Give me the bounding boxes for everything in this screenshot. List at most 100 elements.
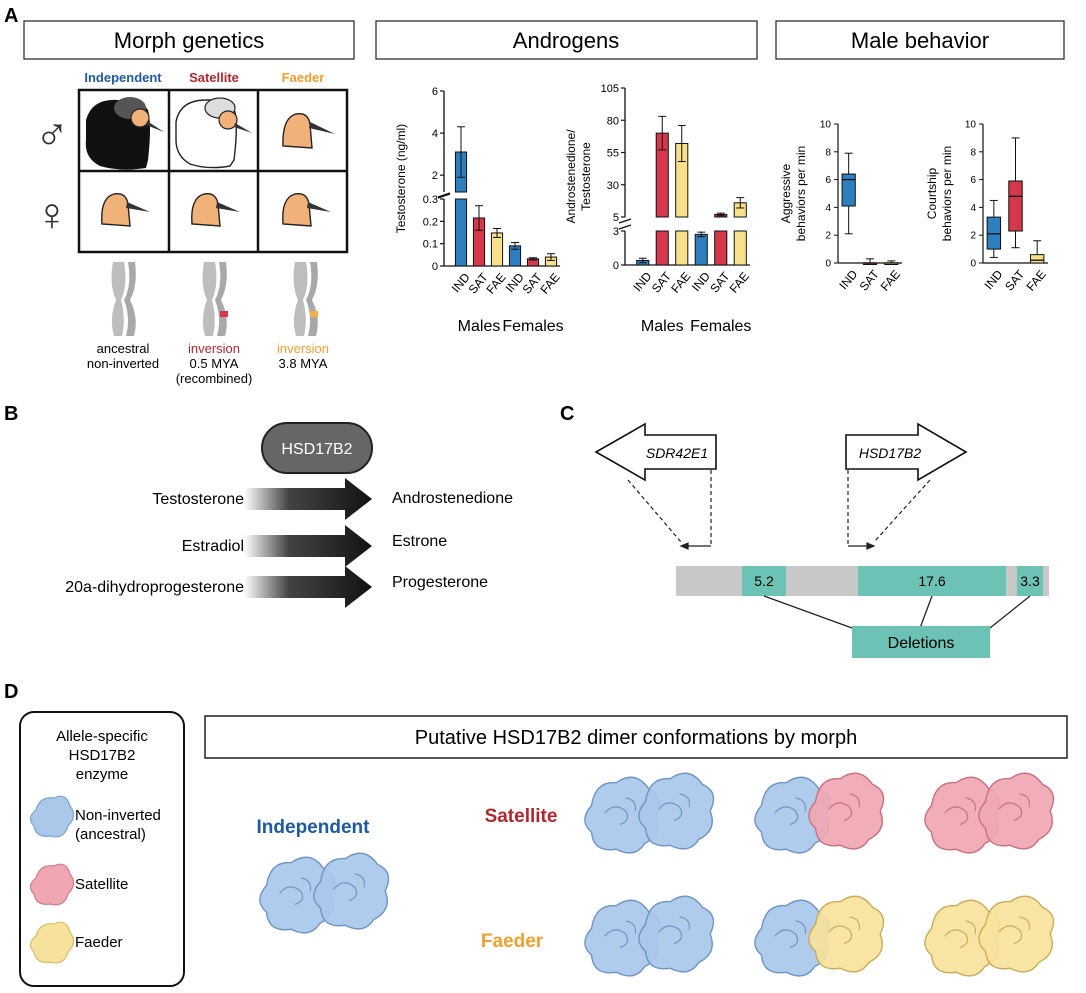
male-behavior-header-box <box>775 20 1065 60</box>
dimer-title: Putative HSD17B2 dimer conformations by … <box>415 727 857 749</box>
gene-arrow-sdr42e1 <box>594 422 717 482</box>
morph-label-satellite: Satellite <box>189 70 239 85</box>
y-tick-label: 0.1 <box>423 239 438 251</box>
bar <box>655 230 669 266</box>
satellite-dimer-br-monomer-b-detail <box>849 793 861 808</box>
y-tick-label: 8 <box>970 147 976 158</box>
dimer-label-satellite: Satellite <box>485 806 558 827</box>
satellite-dimer-br-monomer-b-detail <box>828 802 853 822</box>
y-tick-label: 2 <box>825 231 831 242</box>
y-axis-label: Androstenedione/ <box>564 129 578 224</box>
satellite-dimer-rr-monomer-b-detail <box>998 802 1023 822</box>
legend-blob-faeder-icon <box>29 921 75 964</box>
deletions-label: Deletions <box>888 635 955 652</box>
panel-label-c: C <box>560 403 574 425</box>
faeder-dimer-bb-monomer-b-shape <box>638 895 715 973</box>
deletion-segment-2 <box>858 566 1006 596</box>
y-tick-label: 6 <box>432 86 438 98</box>
dimer-label-independent: Independent <box>257 817 371 838</box>
chromosome-label-satellite-1: inversion <box>188 341 240 356</box>
satellite-dimer-bb-monomer-b <box>638 772 715 850</box>
y-tick-label: 0 <box>825 259 831 270</box>
chromosome-label-ancestral-2: non-inverted <box>87 356 159 371</box>
faeder-dimer-yy-monomer-b-detail <box>1019 916 1031 931</box>
deletions-box <box>852 626 990 658</box>
female-satellite-bird-icon <box>191 193 240 227</box>
chromosome-label-satellite-2: 0.5 MYA <box>190 356 239 371</box>
faeder-dimer-yy-monomer-b-shape <box>978 895 1055 973</box>
satellite-dimer-br-monomer-b <box>808 772 885 850</box>
faeder-dimer-bb-monomer-b <box>638 895 715 973</box>
y-tick-label: 4 <box>825 203 831 214</box>
dimer-label-faeder: Faeder <box>481 931 544 952</box>
morph-label-faeder: Faeder <box>282 70 325 85</box>
female-symbol: ♀ <box>35 188 70 240</box>
y-tick-label: 105 <box>601 83 619 95</box>
substrate-estradiol: Estradiol <box>182 538 244 555</box>
faeder-dimer-by-monomer-a-detail <box>795 920 807 935</box>
satellite-dimer-rr-monomer-a-detail <box>965 797 977 812</box>
product-progesterone: Progesterone <box>392 574 488 591</box>
androgens-header-box <box>375 20 758 60</box>
box <box>841 173 856 207</box>
gene-arrow-hsd17b2 <box>845 422 968 482</box>
axis-break-mark <box>618 224 632 230</box>
deletion-connector-lines <box>763 595 1031 629</box>
faeder-dimer-bb-monomer-b-detail <box>658 925 683 945</box>
axis-break-mark <box>437 193 451 199</box>
y-tick-label: 5 <box>613 212 619 224</box>
chromosome-satellite-icon <box>202 262 228 336</box>
satellite-dimer-rr-monomer-a-detail <box>944 806 969 826</box>
axis-break-mark <box>618 218 632 224</box>
group-label-males: Males <box>458 318 501 335</box>
y-axis-label: behaviors per min <box>940 146 954 241</box>
chromosome-label-satellite-3: (recombined) <box>176 371 253 386</box>
faeder-dimer-yy-monomer-b-detail <box>998 925 1023 945</box>
satellite-dimer-rr-monomer-b-shape <box>978 772 1055 850</box>
legend-item-satellite: Satellite <box>75 876 128 893</box>
box <box>1029 254 1045 264</box>
satellite-dimer-rr-monomer-b <box>978 772 1055 850</box>
deletion-segment-1 <box>742 566 786 596</box>
deletion-size-1: 5.2 <box>754 573 774 589</box>
morph-label-independent: Independent <box>84 70 162 85</box>
satellite-dimer-bb-monomer-b-shape <box>638 772 715 850</box>
satellite-dimer-bb-monomer-a-detail <box>604 806 629 826</box>
satellite-dimer-bb-monomer-b-detail <box>679 793 691 808</box>
group-label-females: Females <box>502 318 563 335</box>
legend-item-non-inverted-2: (ancestral) <box>75 826 146 843</box>
y-axis-label: Aggressive <box>779 164 793 224</box>
y-tick-label: 0 <box>432 261 438 273</box>
y-tick-label: 55 <box>607 148 619 160</box>
legend-blob-satellite-icon <box>29 863 75 906</box>
legend-title-1: Allele-specific <box>56 728 148 745</box>
bar <box>675 230 689 266</box>
faeder-dimer-by-monomer-a-detail <box>774 929 799 949</box>
satellite-dimer-bb-monomer-a-detail <box>625 797 637 812</box>
morph-genetics-header-box <box>23 20 355 60</box>
y-tick-label: 6 <box>825 175 831 186</box>
x-tick-label: FAE <box>1024 267 1049 293</box>
satellite-dimer-bb-monomer-b-detail <box>658 802 683 822</box>
female-independent-bird-icon <box>101 193 150 227</box>
morph-genetics-title: Morph genetics <box>114 28 264 53</box>
y-tick-label: 4 <box>432 128 438 140</box>
x-tick-label: FAE <box>537 270 562 296</box>
pathway-arrows <box>244 478 372 608</box>
independent-dimer-monomer-b-detail <box>354 873 366 888</box>
x-tick-label: SAT <box>857 267 883 294</box>
substrate-20a-dihydroprogesterone: 20a-dihydroprogesterone <box>65 579 244 596</box>
substrate-testosterone: Testosterone <box>152 491 244 508</box>
y-tick-label: 4 <box>970 203 976 214</box>
gene-label-sdr42e1: SDR42E1 <box>646 445 708 461</box>
faeder-dimer-by-monomer-b <box>808 895 885 973</box>
deletion-size-2: 17.6 <box>918 573 945 589</box>
y-axis-label: behaviors per min <box>794 146 808 241</box>
group-label-females: Females <box>690 318 751 335</box>
independent-dimer-monomer-a-detail <box>300 877 312 892</box>
panel-label-d: D <box>4 681 18 703</box>
box <box>986 216 1002 250</box>
chromosome-faeder-icon <box>293 262 318 336</box>
